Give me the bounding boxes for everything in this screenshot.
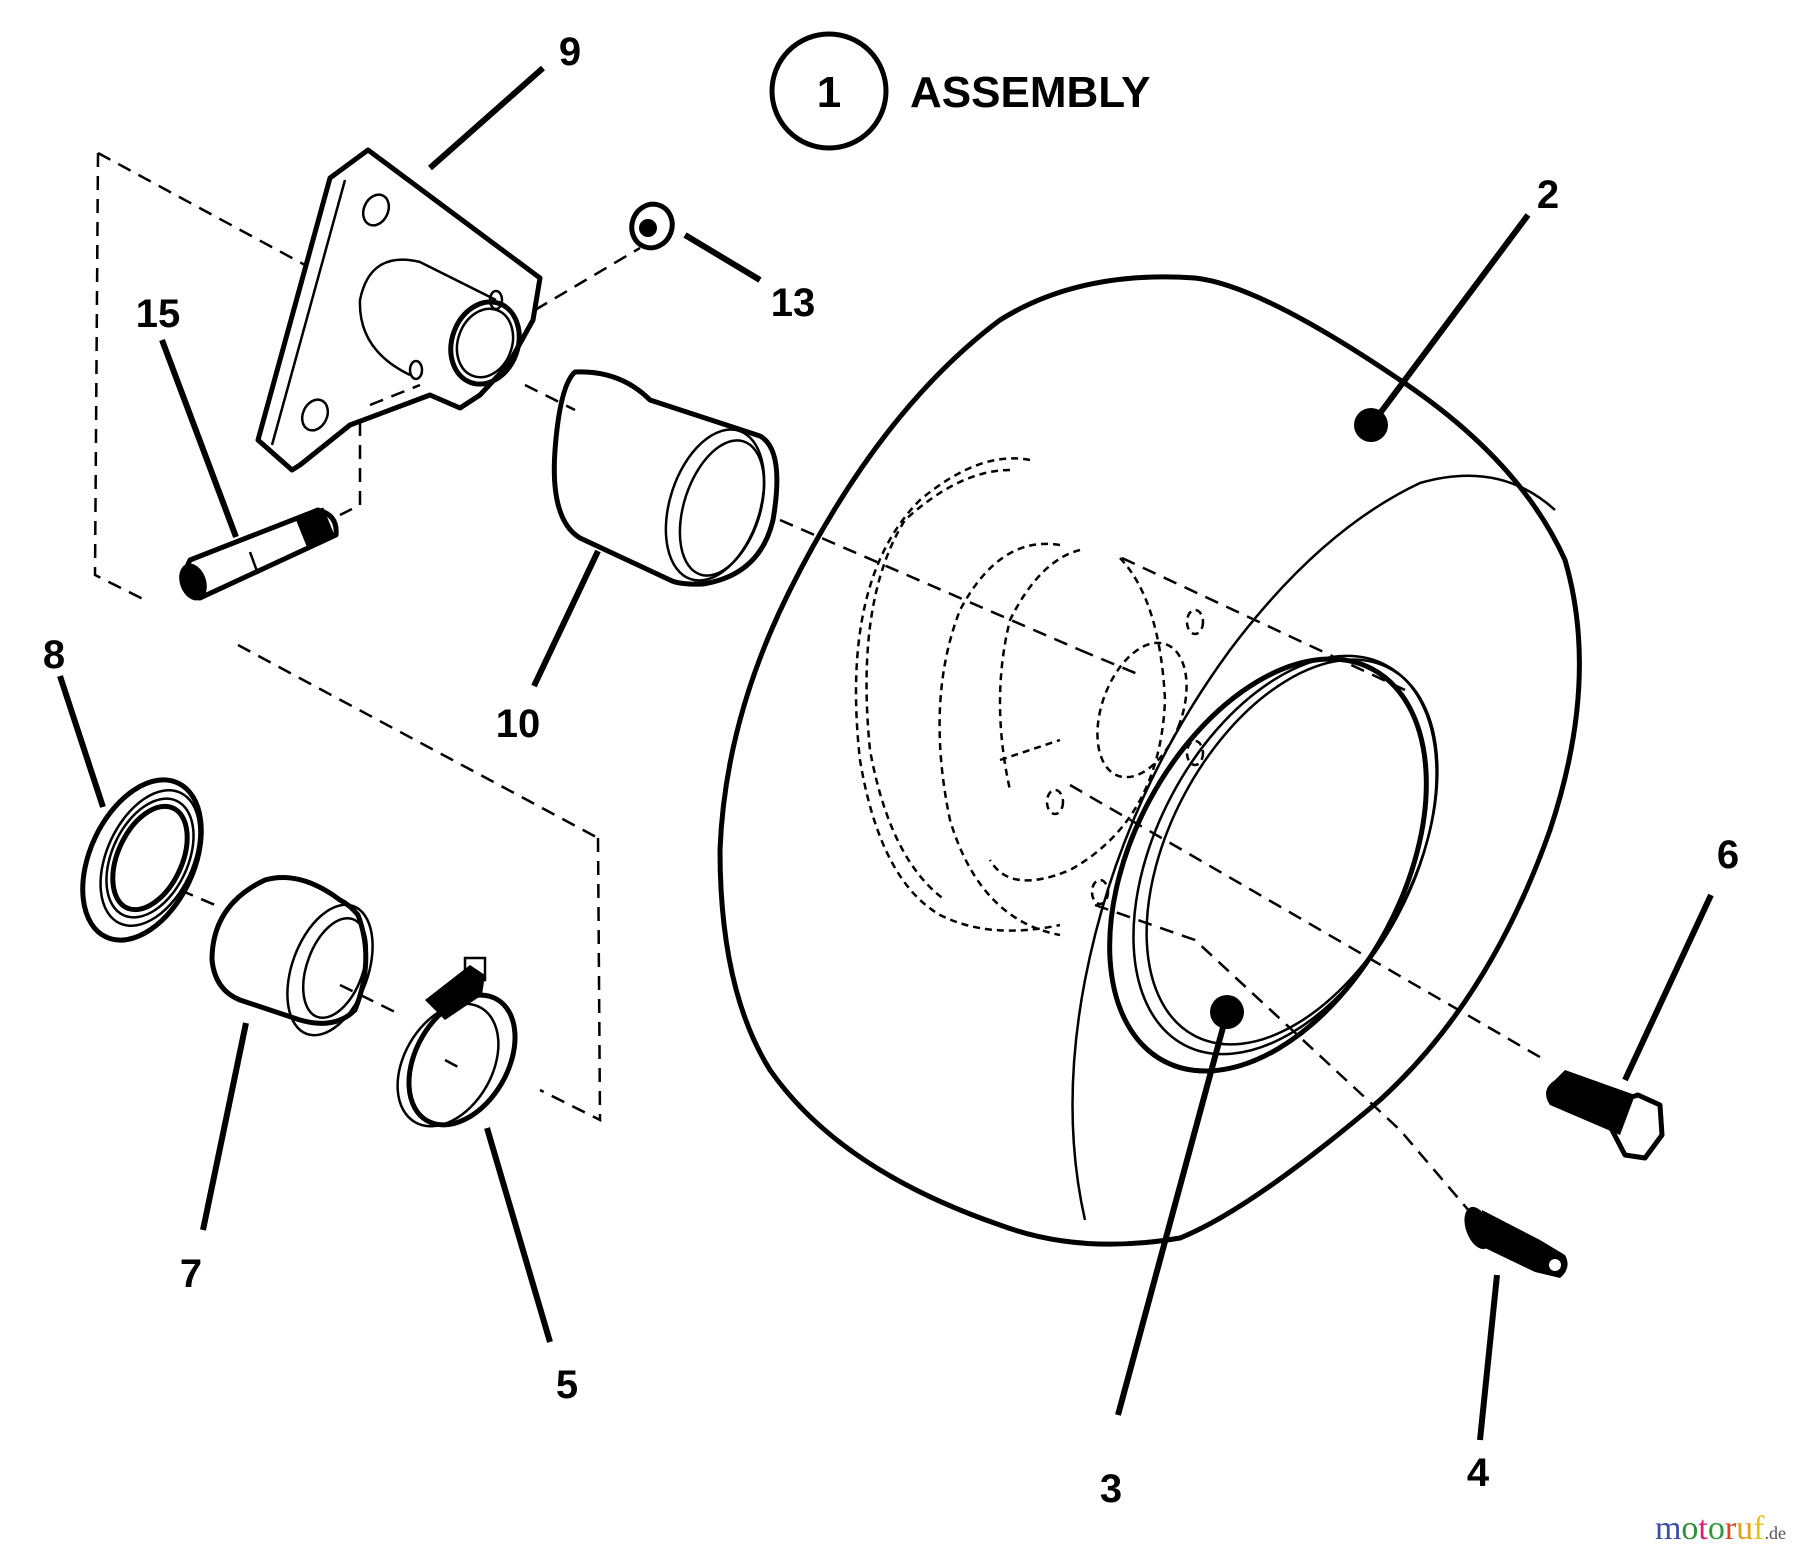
part-5-hose-clamp <box>396 956 518 1128</box>
part-9-mounting-bracket <box>255 147 543 473</box>
callout-15: 15 <box>136 292 181 336</box>
part-7-spacer <box>209 875 374 1037</box>
part-3-rim <box>854 457 1439 1074</box>
leader-7 <box>200 1022 249 1231</box>
assembly-boundary <box>93 151 1546 1213</box>
part-4-valve-stem <box>1464 1206 1568 1278</box>
watermark-logo: motoruf.de <box>1655 1510 1786 1548</box>
watermark-letter: r <box>1724 1510 1737 1547</box>
watermark-letter: u <box>1736 1510 1754 1547</box>
part-13-nut <box>629 201 675 251</box>
part-2-tire <box>717 274 1582 1247</box>
title-label: ASSEMBLY <box>910 68 1150 117</box>
leader-13 <box>683 232 762 283</box>
leader-15 <box>159 338 239 539</box>
callout-7: 7 <box>180 1252 202 1296</box>
leader-10 <box>531 549 601 688</box>
callout-4: 4 <box>1467 1451 1490 1495</box>
watermark-letter: o <box>1707 1510 1725 1547</box>
part-10-bushing <box>551 369 780 587</box>
leader-lines <box>57 65 1714 1441</box>
leader-4 <box>1477 1274 1500 1441</box>
ref-dot-rim <box>1210 995 1244 1029</box>
watermark-letter: t <box>1698 1510 1708 1547</box>
callout-8: 8 <box>43 633 65 677</box>
callout-6: 6 <box>1717 833 1739 877</box>
callout-13: 13 <box>771 281 816 325</box>
watermark-letter: o <box>1681 1510 1699 1547</box>
watermark-letter: m <box>1654 1510 1682 1547</box>
assembly-title: 1 ASSEMBLY <box>769 31 1150 151</box>
leader-9 <box>428 65 545 171</box>
callout-9: 9 <box>559 30 581 74</box>
part-15-shoulder-bolt <box>179 507 339 601</box>
leader-3 <box>1115 1019 1228 1416</box>
leader-6 <box>1622 893 1714 1082</box>
item-number: 1 <box>817 68 841 117</box>
item-circle <box>769 31 889 151</box>
callout-2: 2 <box>1537 173 1559 217</box>
leader-8 <box>57 675 106 808</box>
callout-3: 3 <box>1100 1467 1122 1511</box>
part-6-hex-bolt <box>1546 1070 1665 1161</box>
leader-5 <box>484 1127 553 1343</box>
callout-5: 5 <box>556 1363 578 1407</box>
callout-10: 10 <box>496 702 541 746</box>
watermark-suffix: .de <box>1764 1523 1787 1543</box>
part-8-bearing <box>80 777 204 943</box>
leader-2 <box>1372 213 1531 422</box>
callout-numbers: 2 3 4 5 6 7 8 9 10 13 15 <box>43 30 1739 1511</box>
watermark-letter: f <box>1753 1510 1765 1547</box>
